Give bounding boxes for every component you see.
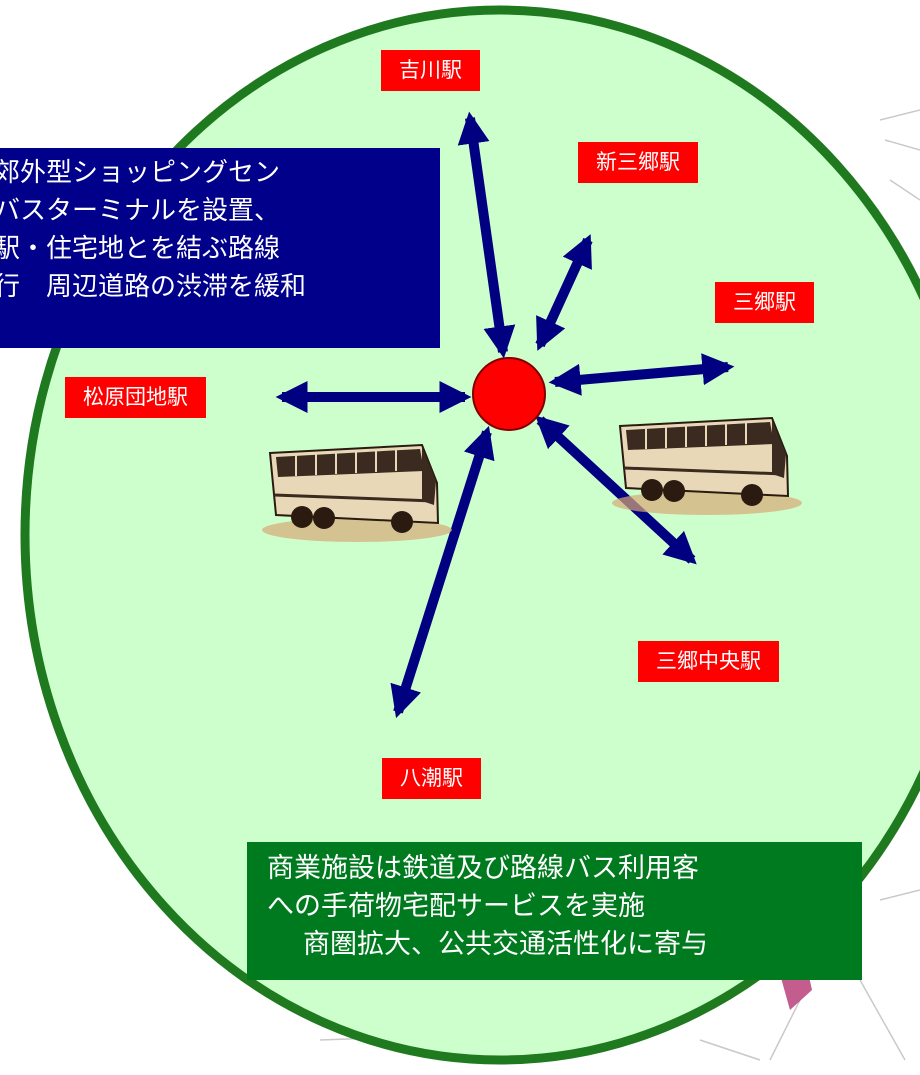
info-line: 行 周辺道路の渋滞を緩和 [0,272,307,302]
arrows [275,111,735,719]
station-label-yoshikawa: 吉川駅 [381,50,480,91]
bus-icon [262,443,452,542]
info-line: バスターミナルを設置、 [0,196,281,226]
arrow-yashio [390,425,495,719]
commerce-line: 商圏拡大、公共交通活性化に寄与 [303,929,708,960]
arrow-misato [548,353,735,396]
arrow-misato-chuo [535,415,697,565]
info-line: 郊外型ショッピングセン [0,158,281,188]
station-label-matsubara-danchi: 松原団地駅 [65,377,206,418]
station-label-shin-misato: 新三郷駅 [578,142,698,183]
station-label-misato: 三郷駅 [715,282,814,323]
station-label-yashio: 八潮駅 [382,758,481,799]
bus-terminal-info-box: 郊外型ショッピングセン バスターミナルを設置、 駅・住宅地とを結ぶ路線 行 周辺… [0,148,440,348]
arrow-yoshikawa [457,111,516,359]
commerce-info-box: 商業施設は鉄道及び路線バス利用客 への手荷物宅配サービスを実施 商圏拡大、公共交… [247,842,862,980]
commerce-line: 商業施設は鉄道及び路線バス利用客 [267,853,699,884]
bus-icon [612,416,802,515]
station-label-misato-chuo: 三郷中央駅 [638,641,779,682]
bus-terminal-hub [472,357,546,431]
arrow-shin-misato [535,234,593,351]
commerce-line: への手荷物宅配サービスを実施 [267,891,645,922]
info-line: 駅・住宅地とを結ぶ路線 [0,234,281,264]
